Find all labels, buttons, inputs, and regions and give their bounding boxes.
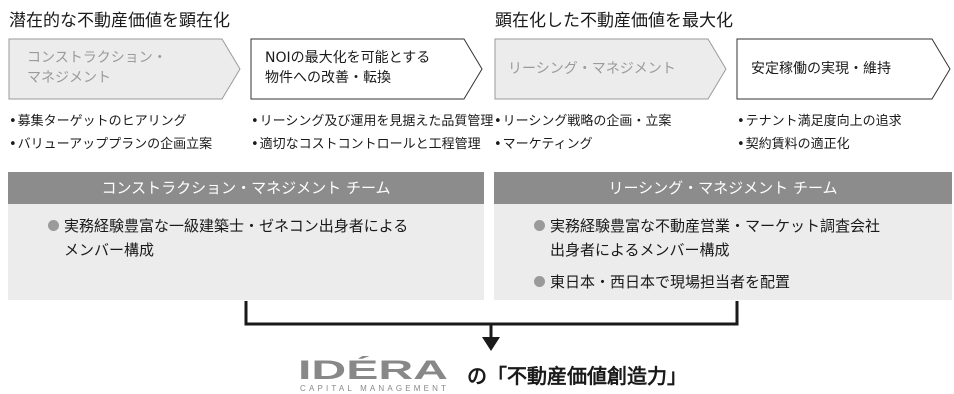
list-item: リーシング及び運用を見据えた品質管理 [251,110,494,133]
left-section-title: 潜在的な不動産価値を顕在化 [9,11,230,31]
chevron-leasing-management [494,38,727,100]
leasing-team-body [494,204,952,300]
list-item: リーシング戦略の企画・立案 [494,110,672,133]
bullet-list-tenant: テナント満足度向上の追求 契約賃料の適正化 [737,110,902,156]
construction-team-body [8,204,484,300]
chevron-leasing-management-label: リーシング・マネジメント [508,61,676,77]
chevron-stable-operation-label: 安定稼働の実現・維持 [751,61,891,77]
svg-text:CAPITAL MANAGEMENT: CAPITAL MANAGEMENT [300,384,446,393]
list-item: 適切なコストコントロールと工程管理 [251,133,493,156]
tagline: の「不動産価値創造力」 [467,364,687,388]
construction-team-item: 実務経験豊富な一級建築士・ゼネコン出身者による メンバー構成 [48,214,408,262]
bullet-dot-icon [534,276,545,287]
list-item: バリューアッププランの企画立案 [9,133,212,156]
list-item: テナント満足度向上の追求 [737,110,902,133]
right-section-title: 顕在化した不動産価値を最大化 [495,11,733,31]
chevron-noi-improvement-label: NOIの最大化を可能とする 物件への改善・転換 [265,50,431,86]
leasing-team-item: 東日本・西日本で現場担当者を配置 [534,270,790,294]
merge-connector [244,301,739,351]
merge-bracket-line [244,301,739,326]
svg-text:IDÉRA: IDÉRA [298,356,448,385]
leasing-team-item: 実務経験豊富な不動産営業・マーケット調査会社 出身者によるメンバー構成 [534,214,880,262]
chevron-construction-management [8,38,241,100]
bullet-list-leasing: リーシング戦略の企画・立案 マーケティング [494,110,672,156]
down-arrow-icon [482,337,500,351]
construction-team-header: コンストラクション・マネジメント チーム [8,172,484,204]
bullet-list-quality: リーシング及び運用を見据えた品質管理 適切なコストコントロールと工程管理 [251,110,494,156]
list-item: 契約賃料の適正化 [737,133,902,156]
leasing-team-header: リーシング・マネジメント チーム [494,172,952,204]
chevron-noi-improvement [250,38,483,100]
chevron-stable-operation [736,38,951,100]
bullet-list-construction: 募集ターゲットのヒアリング バリューアッププランの企画立案 [9,110,212,156]
bullet-dot-icon [48,220,59,231]
bullet-dot-icon [534,220,545,231]
list-item: マーケティング [494,133,671,156]
idera-logo: IDÉRA CAPITAL MANAGEMENT [298,356,448,393]
chevron-construction-management-label: コンストラクション・ マネジメント [27,50,167,86]
list-item: 募集ターゲットのヒアリング [9,110,212,133]
